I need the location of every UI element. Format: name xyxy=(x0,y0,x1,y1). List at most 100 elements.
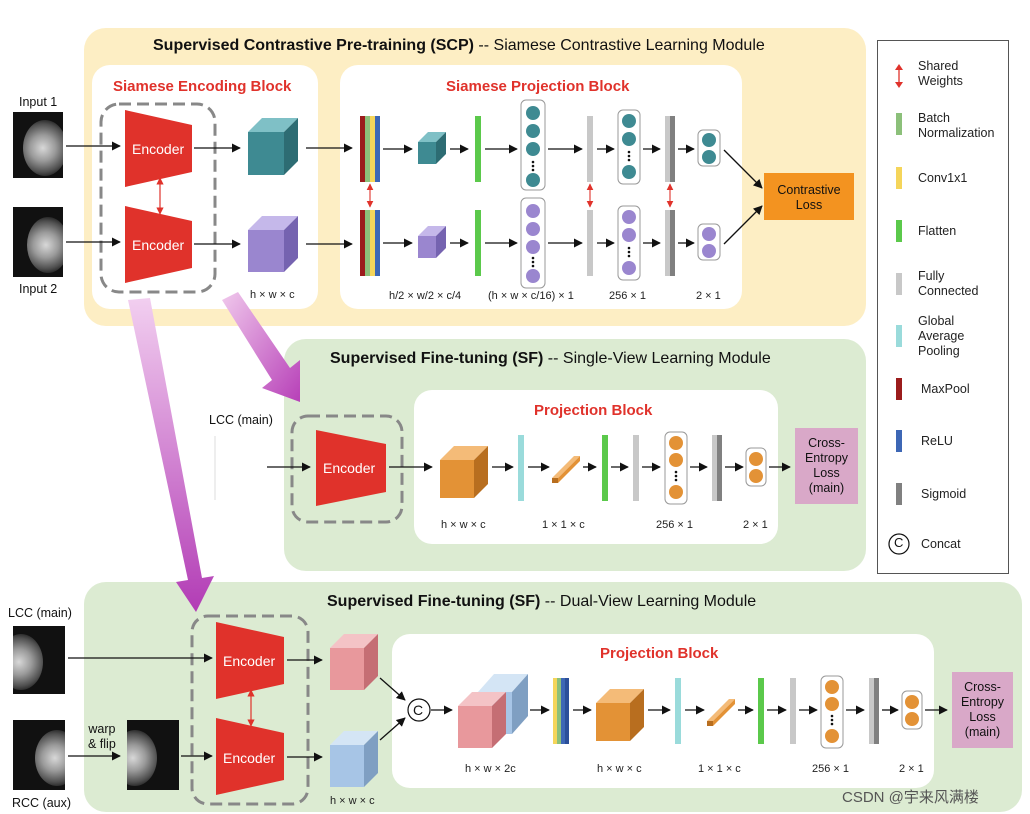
single-encoder xyxy=(316,430,386,506)
scp-encoder-out-arrows xyxy=(194,143,241,249)
single-dim-3: 2 × 1 xyxy=(743,519,768,531)
scp-encoder-2 xyxy=(125,206,192,283)
legend: Shared Weights Batch Normalization Conv1… xyxy=(877,40,1009,574)
sf-dual-title: Supervised Fine-tuning (SF) -- Dual-View… xyxy=(327,593,756,611)
single-loss-line-1: Cross- xyxy=(808,436,845,450)
relu-swatch xyxy=(896,430,902,452)
siamese-projection-title: Siamese Projection Block xyxy=(446,78,630,95)
dual-dim-5: 2 × 1 xyxy=(899,763,924,775)
dual-dim-3: 1 × 1 × c xyxy=(698,763,741,775)
contrastive-loss-line-1: Contrastive xyxy=(777,183,841,197)
dual-encoder-1-label: Encoder xyxy=(223,653,276,669)
scp-flatten-arrows xyxy=(485,144,518,248)
mammogram-input-1 xyxy=(13,112,63,178)
single-fc-2 xyxy=(712,435,717,501)
dual-loss-label: Cross- Entropy Loss (main) xyxy=(952,680,1013,740)
dual-encoder-2-label: Encoder xyxy=(223,750,276,766)
sf-single-title-bold: Supervised Fine-tuning (SF) xyxy=(330,350,544,367)
shared-weights-icon xyxy=(895,64,903,88)
dual-gap xyxy=(675,678,681,744)
scp-fc-sigmoid-1 xyxy=(665,116,670,182)
legend-label-7: ReLU xyxy=(921,434,953,448)
single-loss-line-4: (main) xyxy=(808,481,845,495)
scp-dim-2: (h × w × c/16) × 1 xyxy=(488,290,574,302)
dual-loss-box xyxy=(952,672,1013,748)
single-dim-1: 1 × 1 × c xyxy=(542,519,585,531)
scp-node-column-2 xyxy=(520,197,546,289)
transfer-arrow-to-dual xyxy=(128,298,214,612)
single-dim-2: 256 × 1 xyxy=(656,519,694,531)
contrastive-loss-line-2: Loss xyxy=(795,198,823,212)
single-loss-line-2: Entropy xyxy=(804,451,849,465)
scp-sigmoid-2 xyxy=(670,210,675,276)
dual-concat-arrow-2 xyxy=(379,717,406,741)
scp-sigmoid-1 xyxy=(670,116,675,182)
legend-label-8: Sigmoid xyxy=(921,487,967,501)
single-gap xyxy=(518,435,524,501)
scp-small-cube-arrows xyxy=(450,144,469,248)
scp-feature-cube-teal xyxy=(248,118,298,175)
scp-node-arrows-2 xyxy=(643,144,661,248)
single-sigmoid xyxy=(717,435,722,501)
dual-feature-cube-blue xyxy=(330,731,378,787)
single-loss-box xyxy=(795,428,858,504)
dual-node-column xyxy=(820,675,844,749)
scp-layer-stack-2 xyxy=(360,210,380,276)
flatten-swatch xyxy=(896,220,902,242)
dual-concat-arrow-1 xyxy=(379,677,406,701)
legend-label-6: MaxPool xyxy=(921,382,970,396)
legend-label-5: Global Average Pooling xyxy=(918,314,965,358)
dual-loss-line-2: Entropy xyxy=(960,695,1005,709)
single-dim-0: h × w × c xyxy=(441,519,486,531)
dual-flatten xyxy=(758,678,764,744)
scp-fc-1 xyxy=(587,116,593,182)
scp-encoder-1-label: Encoder xyxy=(132,141,185,157)
dual-dim-2: h × w × c xyxy=(597,763,642,775)
single-projection-title: Projection Block xyxy=(534,402,653,419)
legend-concat-symbol: C xyxy=(894,535,904,550)
legend-label-2: Conv1x1 xyxy=(918,171,968,185)
scp-fc-arrows xyxy=(597,144,615,248)
dual-input-aux-label: RCC (aux) xyxy=(12,796,72,810)
scp-title-bold: Supervised Contrastive Pre-training (SCP… xyxy=(153,37,474,54)
dual-concat-symbol: C xyxy=(413,702,424,718)
sigmoid-swatch xyxy=(896,483,902,505)
scp-input-arrows xyxy=(66,141,121,247)
dual-output-nodes xyxy=(901,690,923,730)
scp-node-column-3 xyxy=(617,109,641,185)
single-loss-label: Cross- Entropy Loss (main) xyxy=(795,436,858,496)
dual-concat-circle xyxy=(407,698,431,722)
dual-loss-line-3: Loss xyxy=(969,710,996,724)
scp-cube-out-arrows xyxy=(306,143,353,249)
watermark: CSDN @宇来风满楼 xyxy=(842,789,979,806)
scp-small-cube-teal xyxy=(418,132,446,164)
dual-fc-2 xyxy=(869,678,874,744)
scp-small-cube-purple xyxy=(418,226,446,258)
encoder-dashed-box-single xyxy=(290,414,404,524)
dual-dim-1: h × w × 2c xyxy=(465,763,516,775)
mammogram-rcc-aux xyxy=(13,720,65,790)
scp-encoder-1 xyxy=(125,110,192,187)
sf-dual-title-rest: -- Dual-View Learning Module xyxy=(540,593,757,610)
dual-feature-cube-pink xyxy=(330,634,378,690)
scp-dim-3: 256 × 1 xyxy=(609,290,647,302)
sf-single-title-rest: -- Single-View Learning Module xyxy=(543,350,771,367)
dual-layer-stack xyxy=(553,678,569,744)
legend-label-1: Batch Normalization xyxy=(918,111,995,140)
dual-sigmoid xyxy=(874,678,879,744)
legend-label-9: Concat xyxy=(921,537,961,551)
batch-norm-swatch xyxy=(896,113,902,135)
warp-line-2: & flip xyxy=(88,737,116,751)
dual-fc xyxy=(790,678,796,744)
single-flatten xyxy=(602,435,608,501)
mammogram-lcc-main xyxy=(13,626,65,694)
input-2-label: Input 2 xyxy=(19,282,58,296)
conv1x1-swatch xyxy=(896,167,902,189)
dual-concat-cube xyxy=(458,674,528,748)
gap-swatch xyxy=(896,325,902,347)
dual-loss-line-4: (main) xyxy=(964,725,1001,739)
scp-node-arrows-1 xyxy=(548,144,583,248)
dual-feature-cube-orange xyxy=(596,689,644,741)
single-fc xyxy=(633,435,639,501)
